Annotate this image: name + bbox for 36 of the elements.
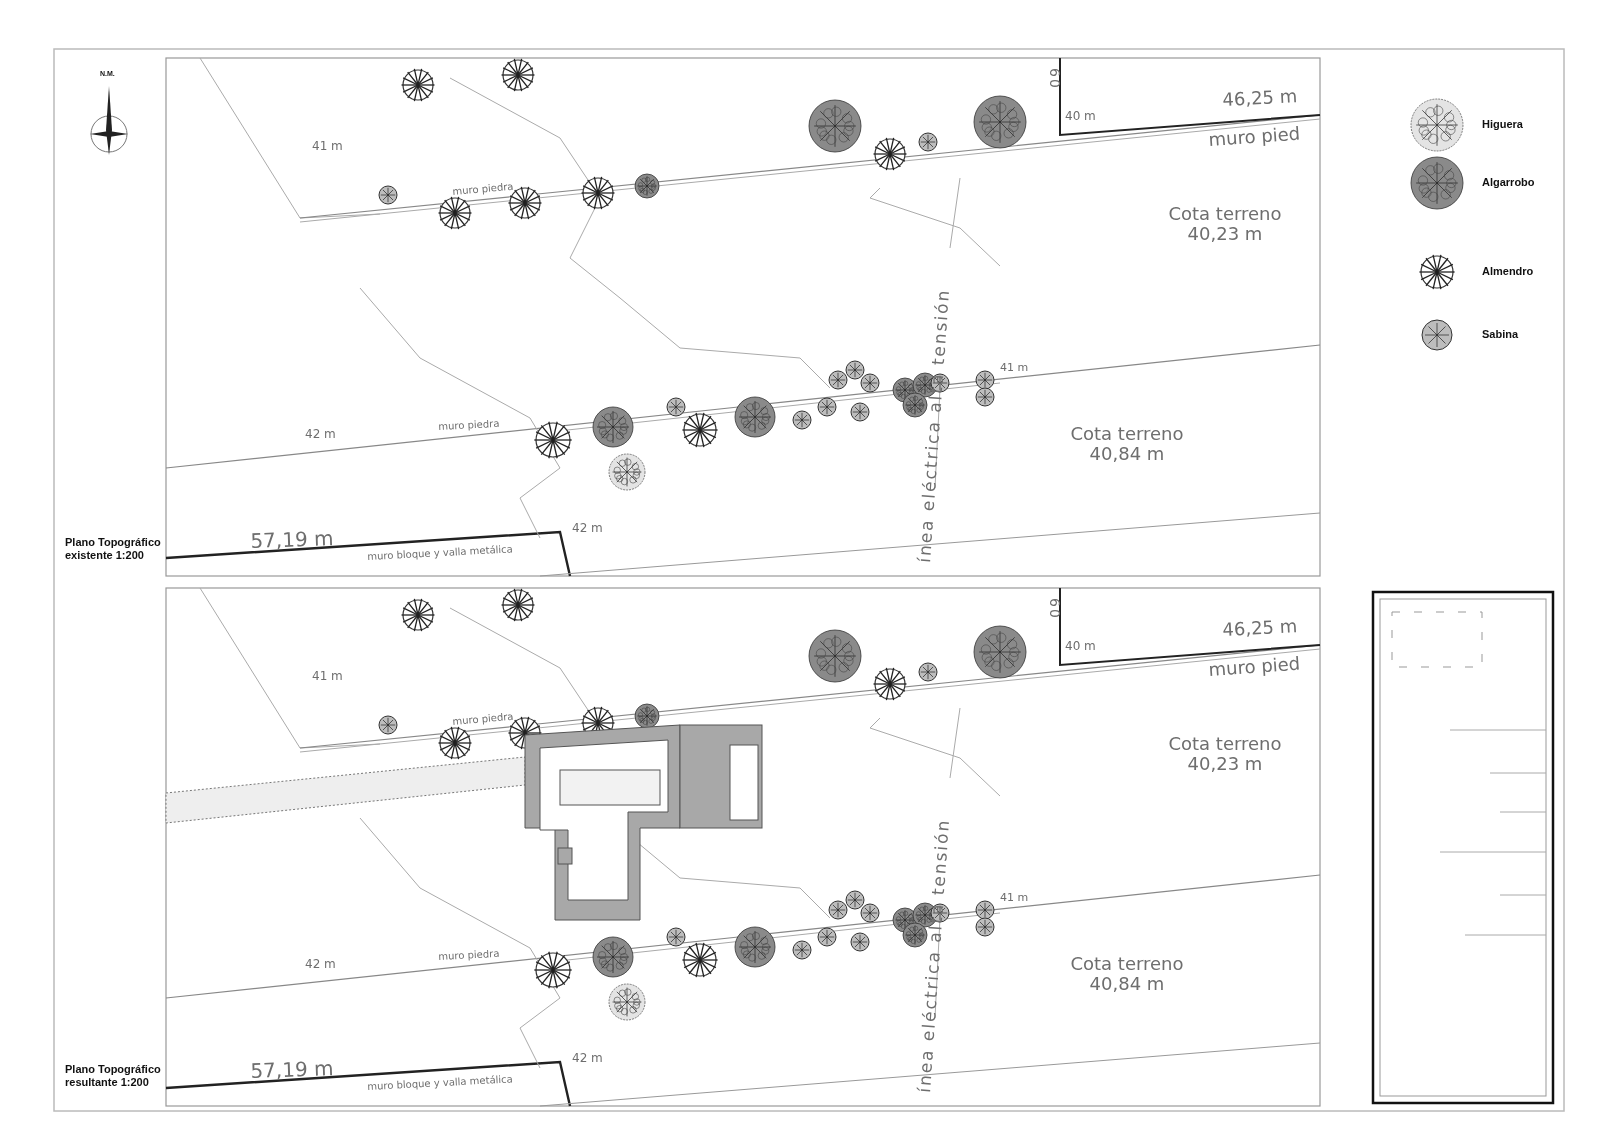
elevation-label: Cota terreno 40,84 m: [1069, 954, 1185, 994]
contour-label: 42 m: [305, 428, 336, 442]
contour-label: 41 m: [312, 670, 343, 684]
power-line-label: ínea eléctrica alta tensión: [915, 818, 953, 1094]
contour-label: 40 m: [1065, 640, 1096, 654]
elevation-label: 46,25 m: [1222, 616, 1298, 640]
contour-label: 42 m: [572, 1052, 603, 1066]
legend-label: Algarrobo: [1482, 176, 1535, 188]
contour-label: 41 m: [1000, 362, 1029, 375]
elevation-label: Cota terreno 40,23 m: [1167, 734, 1283, 774]
elevation-label: Cota terreno 40,23 m: [1167, 204, 1283, 244]
plan-caption: Plano Topográfico existente 1:200: [65, 536, 162, 563]
contour-label: 41 m: [312, 140, 343, 154]
wall-label: muro piedra: [452, 180, 514, 197]
power-line-label: ínea eléctrica alta tensión: [915, 288, 953, 564]
contour-label: 41 m: [1000, 892, 1029, 905]
legend-label: Sabina: [1482, 328, 1519, 340]
legend-label: Higuera: [1482, 118, 1523, 130]
dimension-label: 60: [1046, 598, 1062, 620]
elevation-label: 46,25 m: [1222, 86, 1298, 110]
wall-label: muro piedra: [438, 947, 500, 962]
elevation-label: 57,19 m: [250, 1057, 334, 1082]
legend-label: Almendro: [1482, 265, 1534, 277]
contour-label: 40 m: [1065, 110, 1096, 124]
wall-label: muro bloque y valla metálica: [367, 1073, 514, 1092]
wall-label: muro pied: [1208, 653, 1301, 680]
contour-label: 42 m: [305, 958, 336, 972]
wall-label: muro piedra: [438, 417, 500, 432]
wall-label: muro pied: [1208, 123, 1301, 150]
dimension-label: 60: [1046, 68, 1062, 90]
wall-label: muro piedra: [452, 710, 514, 727]
elevation-label: Cota terreno 40,84 m: [1069, 424, 1185, 464]
elevation-label: 57,19 m: [250, 527, 334, 552]
wall-label: muro bloque y valla metálica: [367, 543, 514, 562]
contour-label: 42 m: [572, 522, 603, 536]
plan-caption: Plano Topográfico resultante 1:200: [65, 1063, 162, 1090]
